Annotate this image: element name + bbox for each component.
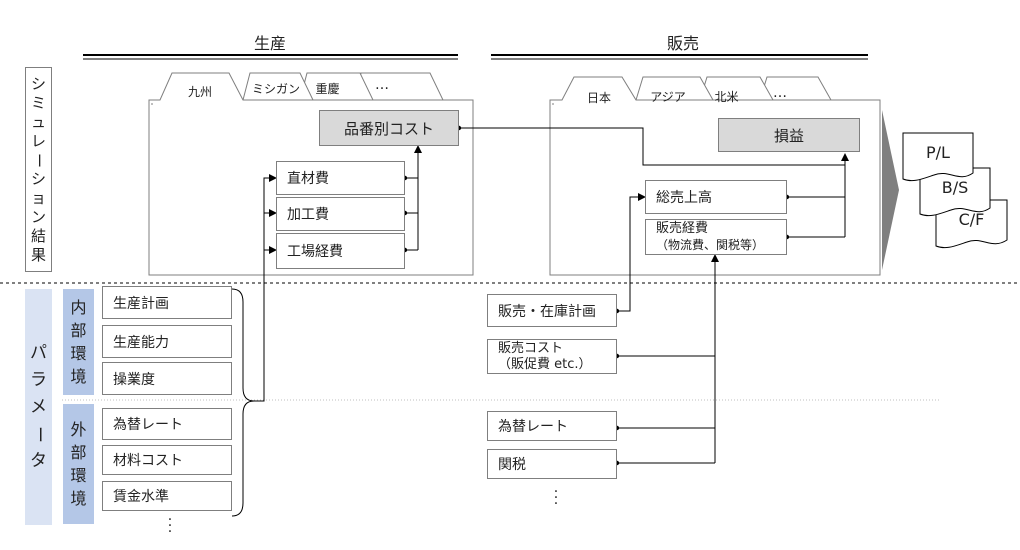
external-env-char: 外 [70, 420, 87, 439]
sales-tab-north-america-label[interactable]: 北米 [714, 90, 739, 104]
sim-char: 結 [30, 226, 46, 245]
factory-overhead-box[interactable]: 工場経費 [276, 233, 405, 269]
gross-sales-box[interactable]: 総売上高 [645, 180, 787, 214]
selling-expense-box[interactable]: 販売経費 （物流費、関税等） [645, 219, 787, 255]
simulation-result-label: シ ミ ュ レ ー シ ョ ン 結 果 [25, 67, 52, 272]
sales-cost-title: 販売コスト [498, 340, 564, 356]
sales-tab-asia-label[interactable]: アジア [650, 90, 686, 104]
internal-env-label: 内 部 環 境 [63, 289, 94, 395]
param-char: パ [30, 342, 47, 363]
production-tab-chongqing-label[interactable]: 重慶 [315, 82, 340, 96]
sales-fx-rate-param[interactable]: 為替レート [487, 411, 617, 441]
production-capacity-param[interactable]: 生産能力 [102, 325, 232, 358]
sim-char: ミ [30, 93, 46, 112]
part-cost-box[interactable]: 品番別コスト [319, 110, 459, 146]
ellipsis-dot: · [553, 490, 559, 506]
sales-inventory-plan-param[interactable]: 販売・在庫計画 [487, 294, 617, 327]
parameters-label: パ ラ メ ー タ [25, 289, 52, 525]
production-plan-param[interactable]: 生産計画 [102, 286, 232, 319]
pl-document [902, 132, 974, 182]
bs-label: B/S [941, 178, 969, 197]
ellipsis-dot: · [553, 496, 559, 512]
production-tab-michigan-label[interactable]: ミシガン [251, 82, 300, 96]
sales-header-underline [491, 54, 868, 60]
internal-env-char: 内 [70, 298, 87, 317]
sim-char: シ [30, 74, 46, 93]
sales-header: 販売 [666, 34, 699, 53]
sim-char: ン [30, 207, 46, 226]
sales-tab-more-label[interactable]: … [773, 85, 787, 101]
external-env-char: 環 [70, 466, 87, 485]
parameter-brace [231, 288, 255, 517]
connector-plan-to-gross [617, 193, 646, 312]
connector-params-to-costs [254, 174, 277, 402]
connector-part-cost-to-pl [459, 127, 845, 166]
sim-char: レ [30, 131, 46, 150]
output-chevron [882, 110, 899, 270]
external-env-char: 境 [70, 489, 87, 508]
production-header: 生産 [253, 34, 286, 53]
external-env-char: 部 [70, 443, 87, 462]
sim-char: ー [29, 152, 48, 168]
param-char: タ [30, 450, 47, 471]
cf-document [935, 199, 1008, 249]
ellipsis-dot: · [167, 524, 173, 540]
param-char: ラ [30, 369, 47, 390]
param-char: メ [30, 396, 47, 417]
selling-expense-title: 販売経費 [656, 221, 709, 236]
fx-rate-param[interactable]: 為替レート [102, 408, 232, 440]
ellipsis-dot: · [553, 484, 559, 500]
ellipsis-dot: · [167, 518, 173, 534]
sim-char: ュ [30, 112, 46, 131]
bs-document [919, 167, 991, 217]
sim-char: シ [30, 169, 46, 188]
sim-char: 果 [30, 245, 46, 264]
production-tab-more-label[interactable]: … [375, 77, 389, 93]
pl-label: P/L [926, 143, 950, 162]
wage-level-param[interactable]: 賃金水準 [102, 481, 232, 511]
internal-env-char: 境 [70, 367, 87, 386]
processing-cost-box[interactable]: 加工費 [276, 197, 405, 231]
sales-cost-detail: （販促費 etc.） [498, 356, 592, 372]
material-cost-param[interactable]: 材料コスト [102, 445, 232, 475]
selling-expense-detail: （物流費、関税等） [656, 238, 765, 252]
param-char: ー [29, 425, 49, 443]
sim-char: ョ [30, 188, 46, 207]
ellipsis-dot: · [167, 512, 173, 528]
sales-params-ellipsis: · · · [546, 484, 566, 512]
production-tab-kyushu-label[interactable]: 九州 [187, 85, 212, 99]
production-params-ellipsis: · · · [160, 512, 180, 540]
utilization-param[interactable]: 操業度 [102, 362, 232, 395]
sales-cost-param[interactable]: 販売コスト （販促費 etc.） [487, 339, 617, 374]
external-env-label: 外 部 環 境 [63, 404, 94, 524]
profit-loss-box[interactable]: 損益 [718, 118, 860, 152]
tariff-param[interactable]: 関税 [487, 449, 617, 479]
material-cost-box[interactable]: 直材費 [276, 161, 405, 195]
internal-env-char: 部 [70, 321, 87, 340]
internal-env-char: 環 [70, 344, 87, 363]
cf-label: C/F [958, 210, 985, 229]
sales-tab-japan-label[interactable]: 日本 [586, 91, 611, 105]
production-header-underline [83, 54, 458, 60]
